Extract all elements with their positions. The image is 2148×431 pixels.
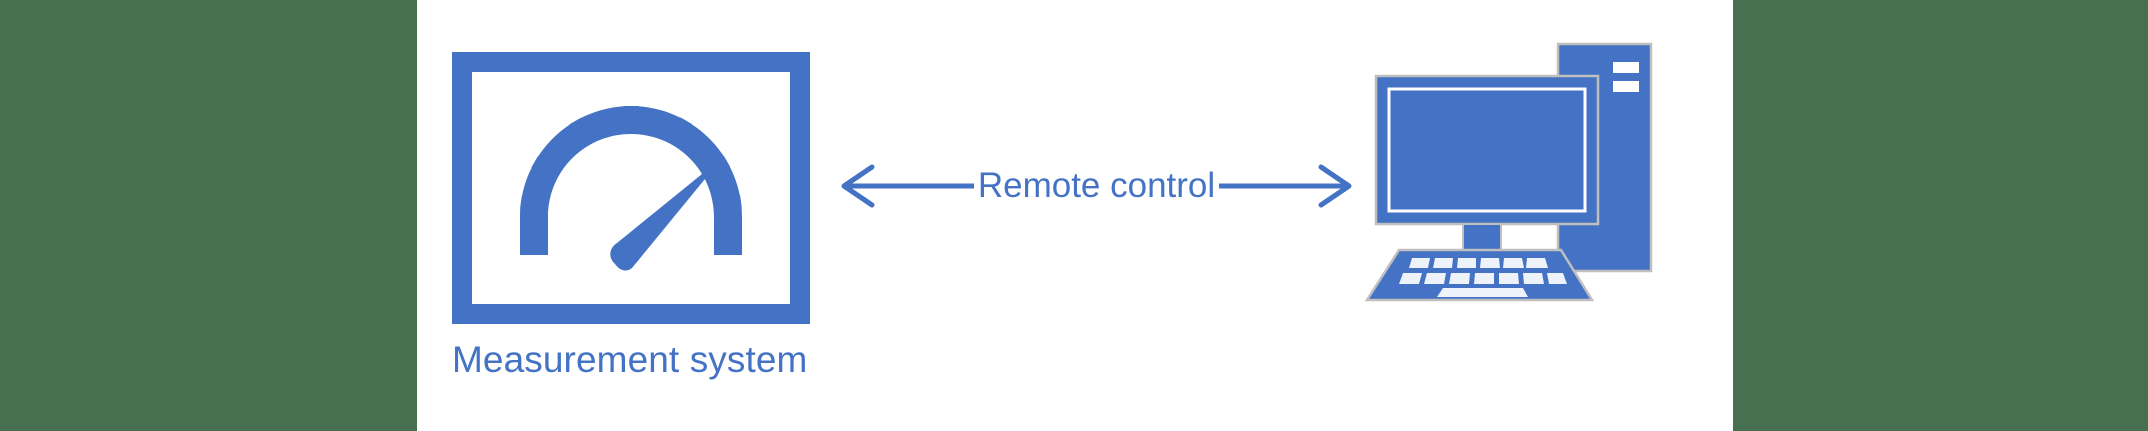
gauge-instrument-frame bbox=[452, 52, 810, 324]
measurement-system-label: Measurement system bbox=[452, 339, 808, 380]
keyboard-icon bbox=[1364, 248, 1595, 302]
analog-gauge-icon bbox=[520, 106, 742, 271]
arrow-left-icon bbox=[841, 164, 875, 208]
backdrop-band-left bbox=[0, 0, 417, 431]
remote-control-connector[interactable]: Remote control bbox=[840, 155, 1353, 217]
arrow-right-icon bbox=[1318, 164, 1352, 208]
desktop-computer-icon bbox=[1364, 42, 1653, 302]
monitor-icon bbox=[1374, 74, 1600, 255]
remote-control-label: Remote control bbox=[973, 166, 1220, 205]
diagram-content-area: Measurement system Remote control bbox=[417, 0, 1733, 431]
node-host-computer[interactable] bbox=[1355, 28, 1695, 338]
node-measurement-system[interactable]: Measurement system bbox=[452, 52, 810, 381]
backdrop-band-right bbox=[1733, 0, 2148, 431]
remote-control-label-wrap: Remote control bbox=[840, 155, 1353, 217]
